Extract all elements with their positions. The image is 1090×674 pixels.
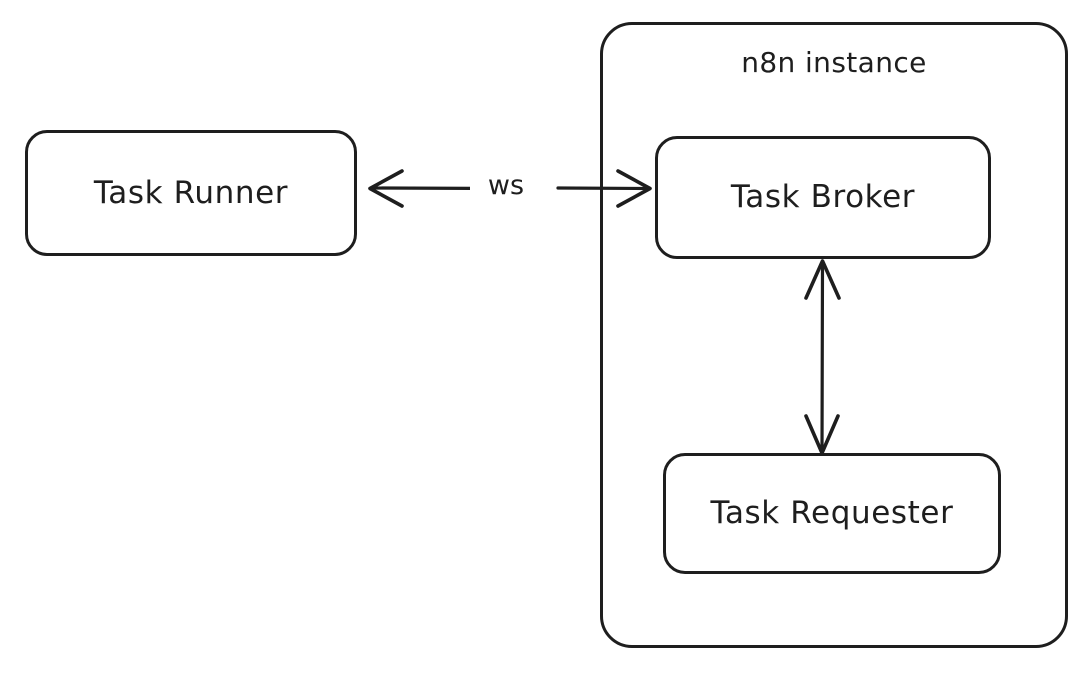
node-task-runner[interactable]: Task Runner (25, 130, 357, 256)
group-n8n-instance-label: n8n instance (741, 46, 927, 79)
edge-label-ws: ws (470, 170, 542, 203)
node-task-broker-label: Task Broker (730, 179, 916, 215)
group-n8n-instance[interactable]: n8n instance (600, 22, 1068, 648)
node-task-broker[interactable]: Task Broker (655, 136, 991, 259)
node-task-requester[interactable]: Task Requester (663, 453, 1001, 574)
node-task-runner-label: Task Runner (93, 174, 289, 211)
arrowhead-left-icon (368, 169, 404, 208)
node-task-requester-label: Task Requester (710, 495, 954, 531)
